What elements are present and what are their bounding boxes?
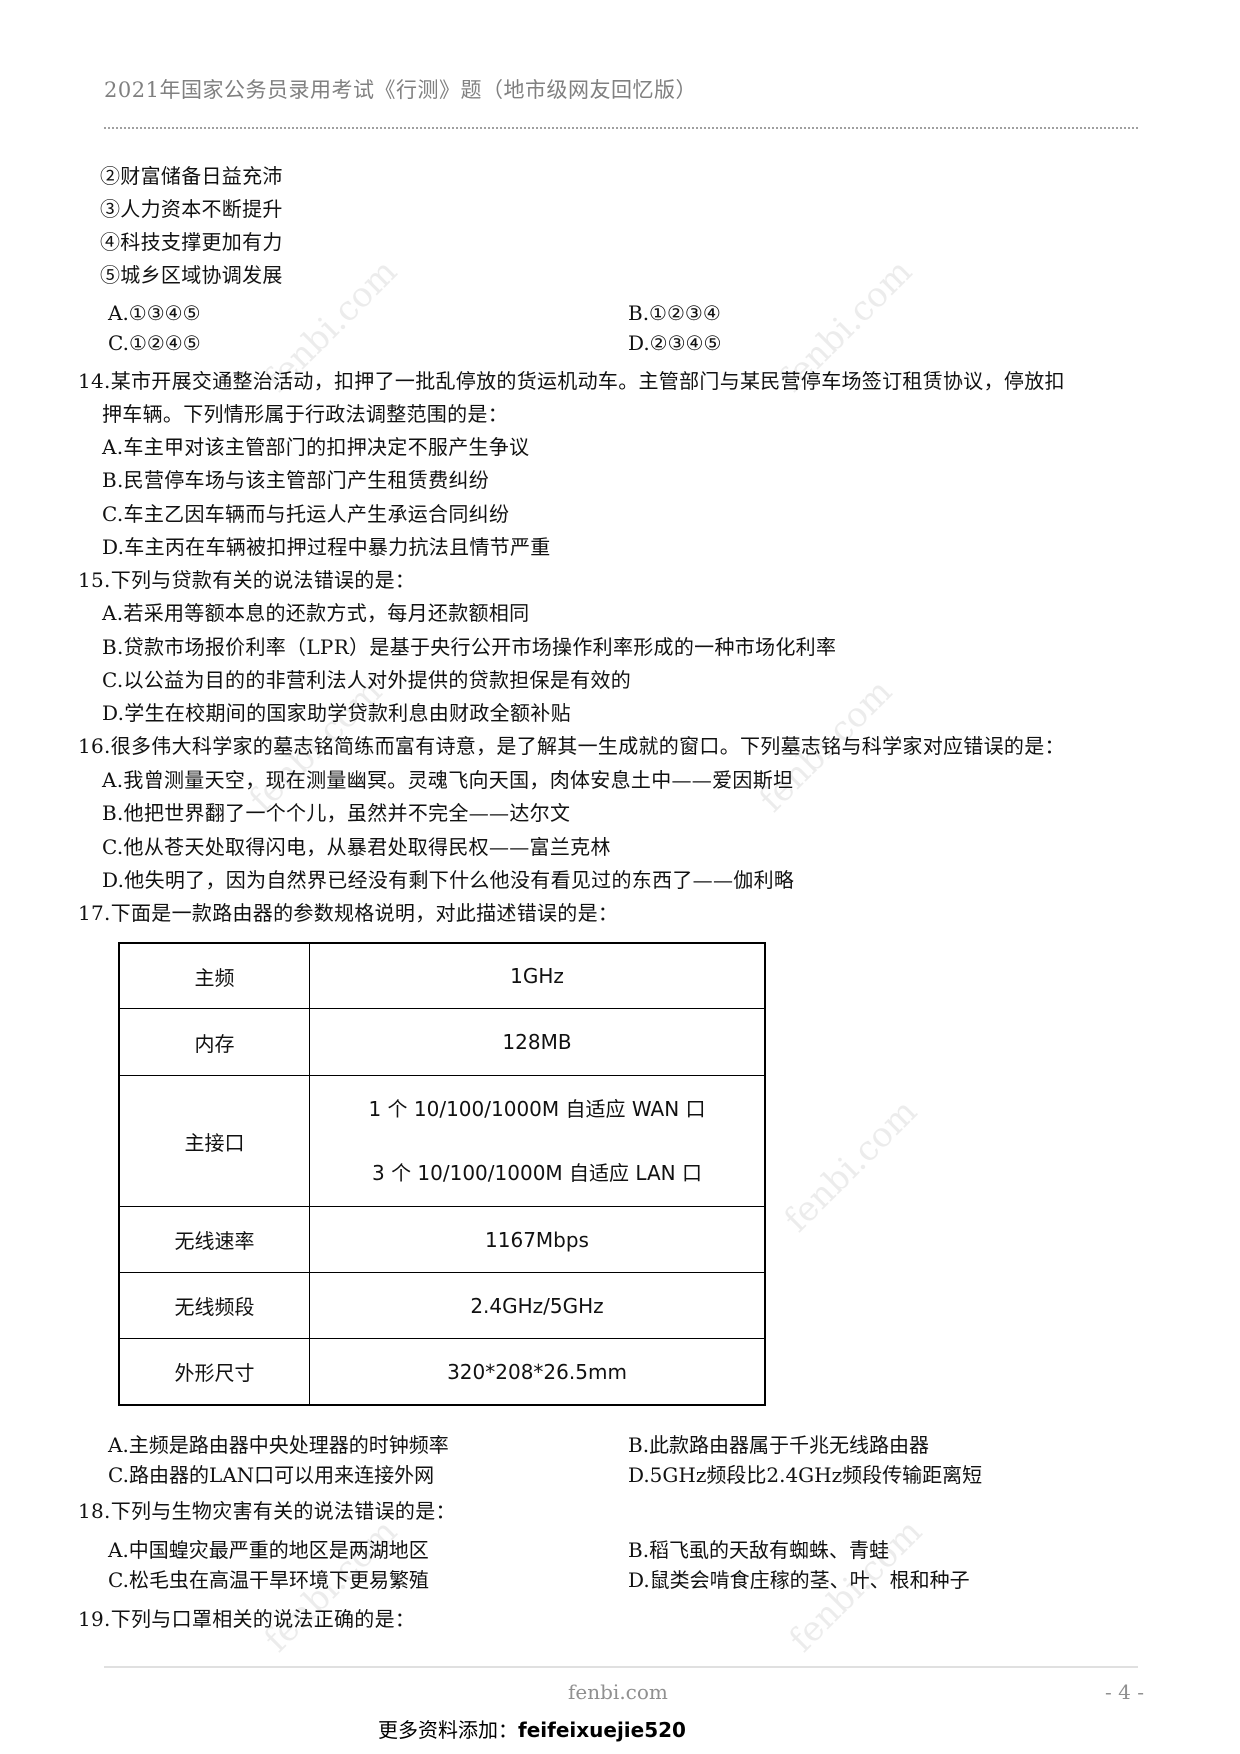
q16-option-b: B.他把世界翻了一个个儿，虽然并不完全——达尔文 [102, 801, 571, 825]
q13-option-d: D.②③④⑤ [628, 331, 722, 355]
q13-option-c: C.①②④⑤ [108, 331, 201, 355]
router-spec-table: 主频 1GHz 内存 128MB 主接口 1 个 10/100/1000M 自适… [118, 942, 766, 1406]
q13-item-2: ②财富储备日益充沛 [100, 164, 283, 188]
q18-option-b: B.稻飞虱的天敌有蜘蛛、青蛙 [628, 1538, 890, 1562]
q17-option-a: A.主频是路由器中央处理器的时钟频率 [108, 1433, 449, 1457]
q13-option-b: B.①②③④ [628, 301, 721, 325]
q13-item-3: ③人力资本不断提升 [100, 197, 283, 221]
spec-value-wireless-band: 2.4GHz/5GHz [309, 1272, 766, 1339]
q17-option-d: D.5GHz频段比2.4GHz频段传输距离短 [628, 1463, 983, 1487]
q19-stem: 19.下列与口罩相关的说法正确的是： [78, 1607, 416, 1631]
spec-value-cpu-frequency: 1GHz [309, 942, 766, 1009]
footer-promo: 更多资料添加：feifeixuejie520 [378, 1714, 686, 1743]
spec-key-wireless-rate: 无线速率 [118, 1206, 310, 1273]
spec-key-interfaces: 主接口 [118, 1075, 310, 1207]
q15-option-a: A.若采用等额本息的还款方式，每月还款额相同 [102, 601, 530, 625]
footer-site-name: fenbi.com [568, 1680, 668, 1704]
footer-promo-id: feifeixuejie520 [518, 1718, 686, 1742]
q13-option-a: A.①③④⑤ [108, 301, 201, 325]
q15-option-b: B.贷款市场报价利率（LPR）是基于央行公开市场操作利率形成的一种市场化利率 [102, 635, 837, 659]
q14-stem-line2: 押车辆。下列情形属于行政法调整范围的是： [102, 402, 508, 426]
page-number: - 4 - [1105, 1680, 1144, 1704]
q15-stem: 15.下列与贷款有关的说法错误的是： [78, 568, 416, 592]
footer-divider [104, 1666, 1138, 1668]
q14-option-c: C.车主乙因车辆而与托运人产生承运合同纠纷 [102, 502, 510, 526]
q15-option-c: C.以公益为目的的非营利法人对外提供的贷款担保是有效的 [102, 668, 632, 692]
q18-option-d: D.鼠类会啃食庄稼的茎、叶、根和种子 [628, 1568, 970, 1592]
page-header-title: 2021年国家公务员录用考试《行测》题（地市级网友回忆版） [104, 78, 697, 102]
q18-stem: 18.下列与生物灾害有关的说法错误的是： [78, 1499, 456, 1523]
spec-value-memory: 128MB [309, 1008, 766, 1076]
spec-key-memory: 内存 [118, 1008, 310, 1076]
spec-value-dimensions: 320*208*26.5mm [309, 1338, 766, 1406]
q14-option-b: B.民营停车场与该主管部门产生租赁费纠纷 [102, 468, 490, 492]
spec-key-dimensions: 外形尺寸 [118, 1338, 310, 1406]
table-row: 无线速率 1167Mbps [118, 1206, 766, 1273]
spec-value-lan-port: 3 个 10/100/1000M 自适应 LAN 口 [371, 1161, 702, 1185]
q13-item-5: ⑤城乡区域协调发展 [100, 263, 283, 287]
q14-stem-line1: 14.某市开展交通整治活动，扣押了一批乱停放的货运机动车。主管部门与某民营停车场… [78, 369, 1065, 393]
q15-option-d: D.学生在校期间的国家助学贷款利息由财政全额补贴 [102, 701, 571, 725]
table-row: 无线频段 2.4GHz/5GHz [118, 1272, 766, 1339]
spec-key-cpu-frequency: 主频 [118, 942, 310, 1009]
q14-option-d: D.车主丙在车辆被扣押过程中暴力抗法且情节严重 [102, 535, 551, 559]
table-row: 主频 1GHz [118, 942, 766, 1009]
q17-stem: 17.下面是一款路由器的参数规格说明，对此描述错误的是： [78, 901, 619, 925]
q17-option-c: C.路由器的LAN口可以用来连接外网 [108, 1463, 435, 1487]
spec-value-wan-port: 1 个 10/100/1000M 自适应 WAN 口 [368, 1097, 706, 1121]
q16-option-d: D.他失明了，因为自然界已经没有剩下什么他没有看见过的东西了——伽利略 [102, 868, 795, 892]
q16-stem: 16.很多伟大科学家的墓志铭简练而富有诗意，是了解其一生成就的窗口。下列墓志铭与… [78, 734, 1065, 758]
table-row: 主接口 1 个 10/100/1000M 自适应 WAN 口 3 个 10/10… [118, 1075, 766, 1207]
spec-value-interfaces: 1 个 10/100/1000M 自适应 WAN 口 3 个 10/100/10… [309, 1075, 766, 1207]
q14-option-a: A.车主甲对该主管部门的扣押决定不服产生争议 [102, 435, 530, 459]
footer-promo-label: 更多资料添加： [378, 1718, 518, 1742]
spec-key-wireless-band: 无线频段 [118, 1272, 310, 1339]
table-row: 内存 128MB [118, 1008, 766, 1076]
q18-option-a: A.中国蝗灾最严重的地区是两湖地区 [108, 1538, 429, 1562]
header-dotted-divider [104, 127, 1138, 129]
watermark: fenbi.com [776, 1091, 926, 1240]
q18-option-c: C.松毛虫在高温干旱环境下更易繁殖 [108, 1568, 429, 1592]
table-row: 外形尺寸 320*208*26.5mm [118, 1338, 766, 1406]
q13-item-4: ④科技支撑更加有力 [100, 230, 283, 254]
spec-value-wireless-rate: 1167Mbps [309, 1206, 766, 1273]
q16-option-a: A.我曾测量天空，现在测量幽冥。灵魂飞向天国，肉体安息土中——爱因斯坦 [102, 768, 794, 792]
q16-option-c: C.他从苍天处取得闪电，从暴君处取得民权——富兰克林 [102, 835, 611, 859]
q17-option-b: B.此款路由器属于千兆无线路由器 [628, 1433, 930, 1457]
